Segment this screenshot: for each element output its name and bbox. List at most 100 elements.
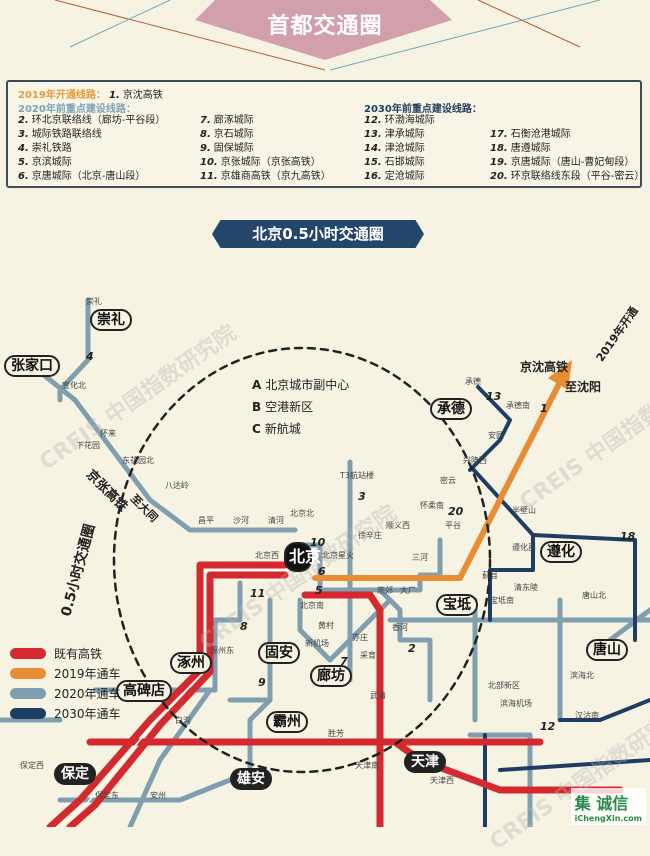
station-label: 徐辛庄 [358, 531, 382, 540]
station-label: 燕郊 [377, 586, 393, 595]
lines-existing [46, 561, 624, 827]
lines-existing-inner [59, 569, 286, 827]
route-number: 3. [18, 129, 29, 140]
city-baodi: 宝坻 [436, 594, 478, 616]
jingshen-label: 京沈高铁 [520, 360, 569, 374]
route-number: 11. [200, 171, 218, 182]
station-label: 宣化北 [62, 381, 86, 390]
station-label: 滨海机场 [500, 699, 532, 708]
route-name: 京唐城际（唐山-曹妃甸段） [510, 157, 635, 168]
legend-label: 2020年通车 [54, 686, 121, 701]
route-item: 3.城际铁路联络线 [18, 128, 165, 142]
station-label: 密云 [440, 476, 456, 485]
station-label: 安匠 [488, 431, 504, 440]
station-label: 新机场 [305, 639, 329, 648]
heading-2019: 2019年开通线路： [18, 90, 106, 101]
route-item: 7.廊涿城际 [200, 114, 331, 128]
station-label: 崇礼 [86, 297, 102, 306]
legend-label: 2019年通车 [54, 666, 121, 681]
route-item: 18.唐遵城际 [490, 142, 644, 156]
station-label: 安州 [150, 791, 166, 800]
station-label: 白沟 [175, 716, 191, 725]
page-title: 首都交通圈 [267, 14, 383, 39]
station-label: 承德 [465, 377, 481, 386]
route-number: 13. [364, 129, 382, 140]
route-name: 定沧城际 [384, 171, 425, 182]
station-label: 三河 [412, 553, 428, 562]
station-label: 汉沽南 [575, 711, 599, 720]
route-number: 5. [18, 157, 29, 168]
zone-key: B [252, 400, 262, 414]
station-label: 沙河 [233, 516, 249, 525]
line-number: 2 [408, 642, 416, 655]
station-label: 蓟县 [482, 571, 498, 580]
station-label: 保定东 [95, 791, 119, 800]
route-item: 4.崇礼铁路 [18, 142, 165, 156]
route-number: 2. [18, 115, 29, 126]
route-number: 9. [200, 143, 211, 154]
legend-label: 既有高铁 [54, 646, 103, 661]
station-label: 清东陵 [514, 583, 538, 592]
city-langfang: 廊坊 [310, 665, 352, 687]
route-item: 12.环渤海城际 [364, 114, 435, 128]
city-guan: 固安 [258, 642, 300, 664]
route-item: 2.环北京联络线（廊坊-平谷段） [18, 114, 165, 128]
station-label: T3航站楼 [340, 471, 374, 480]
route-name: 京唐城际（北京-唐山段） [31, 171, 146, 182]
line-legend: 既有高铁 2019年通车 2020年通车 2030年通车 [10, 643, 121, 723]
station-label: 东花园北 [122, 456, 154, 465]
route-name: 环京联络线东段（平谷-密云） [510, 171, 645, 182]
route-item: 14.津沧城际 [364, 142, 435, 156]
legend-label: 2030年通车 [54, 706, 121, 721]
legend-swatch [10, 667, 46, 679]
line-number: 5 [315, 584, 323, 597]
station-label: 采育 [360, 651, 376, 660]
city-chongli: 崇礼 [90, 309, 132, 331]
city-zunhua: 遵化 [540, 541, 582, 563]
logo-mark: 集 诚信 [574, 794, 629, 813]
to-shenyang-label: 至沈阳 [565, 380, 602, 394]
route-name: 石邯城际 [384, 157, 425, 168]
route-name: 环渤海城际 [384, 115, 435, 126]
route-item: 8.京石城际 [200, 128, 331, 142]
route-name: 城际铁路联络线 [31, 129, 102, 140]
zone-name: 北京城市副中心 [265, 378, 350, 392]
line-number: 20 [448, 505, 464, 518]
station-label: 怀来 [100, 429, 116, 438]
line-number: 7 [340, 655, 348, 668]
route-number: 4. [18, 143, 29, 154]
line-number: 12 [540, 720, 556, 733]
city-baoding: 保定 [54, 763, 96, 785]
station-label: 宝坻南 [490, 596, 514, 605]
route-name: 京滨城际 [31, 157, 72, 168]
route-name: 津承城际 [384, 129, 425, 140]
legend-item: 2019年通车 [10, 663, 121, 683]
title-decoration [54, 0, 601, 71]
station-label: 天津南 [355, 761, 379, 770]
line-number: 13 [486, 390, 502, 403]
route-name: 京张城际（京张高铁） [220, 157, 321, 168]
city-zhuozhou: 涿州 [170, 652, 212, 674]
station-label: 香河 [392, 623, 408, 632]
line-number: 18 [620, 530, 636, 543]
station-label: 天津西 [430, 776, 454, 785]
legend-item: 2020年通车 [10, 683, 121, 703]
station-label: 平谷 [445, 521, 461, 530]
route-item: 16.定沧城际 [364, 170, 435, 184]
station-label: 下花园 [76, 441, 100, 450]
route-name: 京雄商高铁（京九高铁） [220, 171, 331, 182]
station-label: 保定西 [20, 761, 44, 770]
line-number: 8 [240, 620, 248, 633]
station-label: 北京星火 [322, 551, 354, 560]
station-label: 清河 [268, 516, 284, 525]
line-number: 9 [258, 676, 266, 689]
zone-key: C [252, 422, 261, 436]
zone-key: A [252, 378, 262, 392]
zone-name: 空港新区 [265, 400, 314, 414]
heading-2020: 2020年前重点建设线路： [18, 104, 136, 115]
city-xiongan: 雄安 [230, 768, 272, 790]
route-number: 17. [490, 129, 508, 140]
